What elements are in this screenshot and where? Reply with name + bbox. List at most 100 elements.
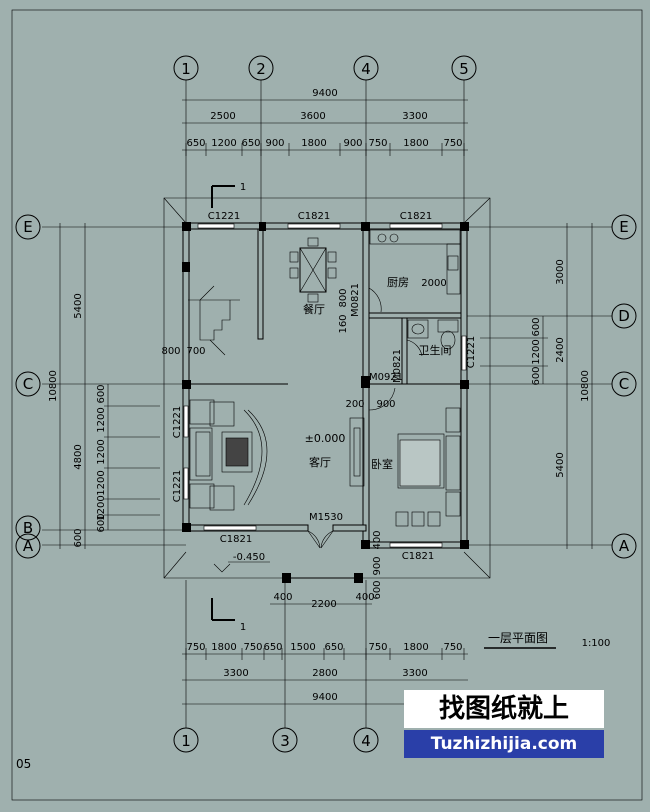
dim-text: 1200 bbox=[96, 407, 107, 432]
dim-overall-bottom: 9400 bbox=[312, 692, 337, 703]
axis-label: 4 bbox=[361, 60, 371, 78]
window-label: C1821 bbox=[220, 534, 252, 545]
dim-text: 750 bbox=[443, 642, 462, 653]
dim-text: 160 bbox=[338, 314, 349, 333]
window-label: C1221 bbox=[172, 470, 183, 502]
section-mark-top: 1 bbox=[211, 182, 246, 208]
dim-text: 2200 bbox=[311, 599, 336, 610]
dim-text: 900 bbox=[265, 138, 284, 149]
dim-text: 4800 bbox=[73, 444, 84, 469]
watermark: 找图纸就上 Tuzhizhijia.com bbox=[404, 690, 604, 758]
dim-overall-top: 9400 bbox=[312, 88, 337, 99]
dim-text: 3000 bbox=[555, 259, 566, 284]
axis-label: 3 bbox=[280, 732, 290, 750]
axis-label: 5 bbox=[459, 60, 469, 78]
right-axis-group: E D C A bbox=[464, 214, 637, 559]
axis-bubble bbox=[173, 55, 199, 81]
dim-text: 3300 bbox=[402, 668, 427, 679]
door-label: M1530 bbox=[309, 512, 343, 523]
dim-text: 400 bbox=[273, 592, 292, 603]
porch-dimensions: 400 2200 400 bbox=[270, 592, 375, 610]
axis-bubble bbox=[353, 55, 379, 81]
dim-text: 800 bbox=[161, 346, 180, 357]
dim-text: 1200 bbox=[211, 138, 236, 149]
drawing-title: 一层平面图 bbox=[488, 631, 548, 645]
axis-label: E bbox=[619, 218, 628, 236]
dim-text: 2400 bbox=[555, 337, 566, 362]
elevation-outside: -0.450 bbox=[233, 552, 265, 563]
dim-text: 600 bbox=[96, 384, 107, 403]
dim-text: 3600 bbox=[300, 111, 325, 122]
left-axis-group: E C B A bbox=[15, 214, 186, 559]
elevation-floor: ±0.000 bbox=[305, 432, 346, 445]
dim-text: 600 bbox=[372, 580, 383, 599]
door-label: M0821 bbox=[392, 349, 403, 383]
dim-text: 400 bbox=[355, 592, 374, 603]
dim-text: 5400 bbox=[73, 293, 84, 318]
watermark-line2: Tuzhizhijia.com bbox=[404, 730, 604, 758]
dim-text: 900 bbox=[372, 556, 383, 575]
dim-text: 1200 bbox=[96, 495, 107, 520]
window-label: C1221 bbox=[466, 336, 477, 368]
watermark-line1: 找图纸就上 bbox=[404, 690, 604, 728]
dim-text: 800 bbox=[338, 288, 349, 307]
axis-bubble bbox=[451, 55, 477, 81]
dim-text: 1200 bbox=[531, 339, 542, 364]
room-label-kitchen: 厨房 bbox=[387, 276, 409, 289]
dim-overall-right: 10800 bbox=[580, 370, 591, 402]
bath-fixtures bbox=[407, 319, 459, 350]
dim-text: 600 bbox=[531, 317, 542, 336]
dim-text: 2800 bbox=[312, 668, 337, 679]
stair bbox=[188, 285, 240, 356]
windows bbox=[183, 223, 467, 548]
dim-text: 750 bbox=[443, 138, 462, 149]
dim-text: 1800 bbox=[301, 138, 326, 149]
left-dimensions: 10800 5400 4800 600 600 1200 1200 1200 1… bbox=[48, 223, 160, 549]
room-label-dining: 餐厅 bbox=[303, 302, 325, 316]
axis-label: 1 bbox=[181, 60, 191, 78]
bottom-axis-group: 1 3 4 bbox=[173, 580, 379, 753]
door-label: M0821 bbox=[350, 283, 361, 317]
axis-label: C bbox=[23, 375, 33, 393]
dim-text: 600 bbox=[531, 366, 542, 385]
right-dimensions: 3000 2400 5400 10800 600 1200 600 bbox=[480, 223, 593, 549]
dim-text: 750 bbox=[243, 642, 262, 653]
section-number: 1 bbox=[240, 622, 246, 633]
dim-text: 1200 bbox=[96, 439, 107, 464]
room-label-bedroom: 卧室 bbox=[371, 457, 393, 471]
axis-label: 1 bbox=[181, 732, 191, 750]
dim-text: 3300 bbox=[223, 668, 248, 679]
window-label: C1821 bbox=[402, 551, 434, 562]
window-label: C1221 bbox=[208, 211, 240, 222]
dim-text: 400 bbox=[372, 530, 383, 549]
dim-text: 750 bbox=[368, 138, 387, 149]
top-axis-group: 1 2 4 5 bbox=[173, 55, 477, 230]
dim-text: 700 bbox=[186, 346, 205, 357]
page-number: 05 bbox=[16, 757, 31, 771]
dim-text: 5400 bbox=[555, 452, 566, 477]
dim-text: 1200 bbox=[96, 470, 107, 495]
bed bbox=[395, 407, 461, 527]
axis-label: 2 bbox=[256, 60, 266, 78]
dim-text: 650 bbox=[241, 138, 260, 149]
dining-table bbox=[289, 237, 337, 303]
section-mark-bottom: 1 bbox=[211, 598, 246, 633]
dim-text: 3300 bbox=[402, 111, 427, 122]
roof-outline bbox=[163, 197, 491, 579]
kitchen-counter-dim: 2000 bbox=[421, 278, 446, 289]
dim-text: 1500 bbox=[290, 642, 315, 653]
dim-text: 650 bbox=[324, 642, 343, 653]
dim-text: 650 bbox=[186, 138, 205, 149]
bottom-dimensions: 750 1800 750 650 1500 650 750 1800 750 3… bbox=[182, 642, 468, 705]
dim-text: 900 bbox=[376, 399, 395, 410]
dim-text: 900 bbox=[343, 138, 362, 149]
window-label: C1221 bbox=[172, 406, 183, 438]
axis-label: E bbox=[23, 218, 32, 236]
drawing-scale: 1:100 bbox=[582, 638, 611, 649]
axis-bubble bbox=[248, 55, 274, 81]
page-frame bbox=[11, 9, 643, 801]
dim-text: 750 bbox=[368, 642, 387, 653]
dim-text: 2500 bbox=[210, 111, 235, 122]
dim-text: 650 bbox=[263, 642, 282, 653]
axis-label: D bbox=[618, 307, 630, 325]
